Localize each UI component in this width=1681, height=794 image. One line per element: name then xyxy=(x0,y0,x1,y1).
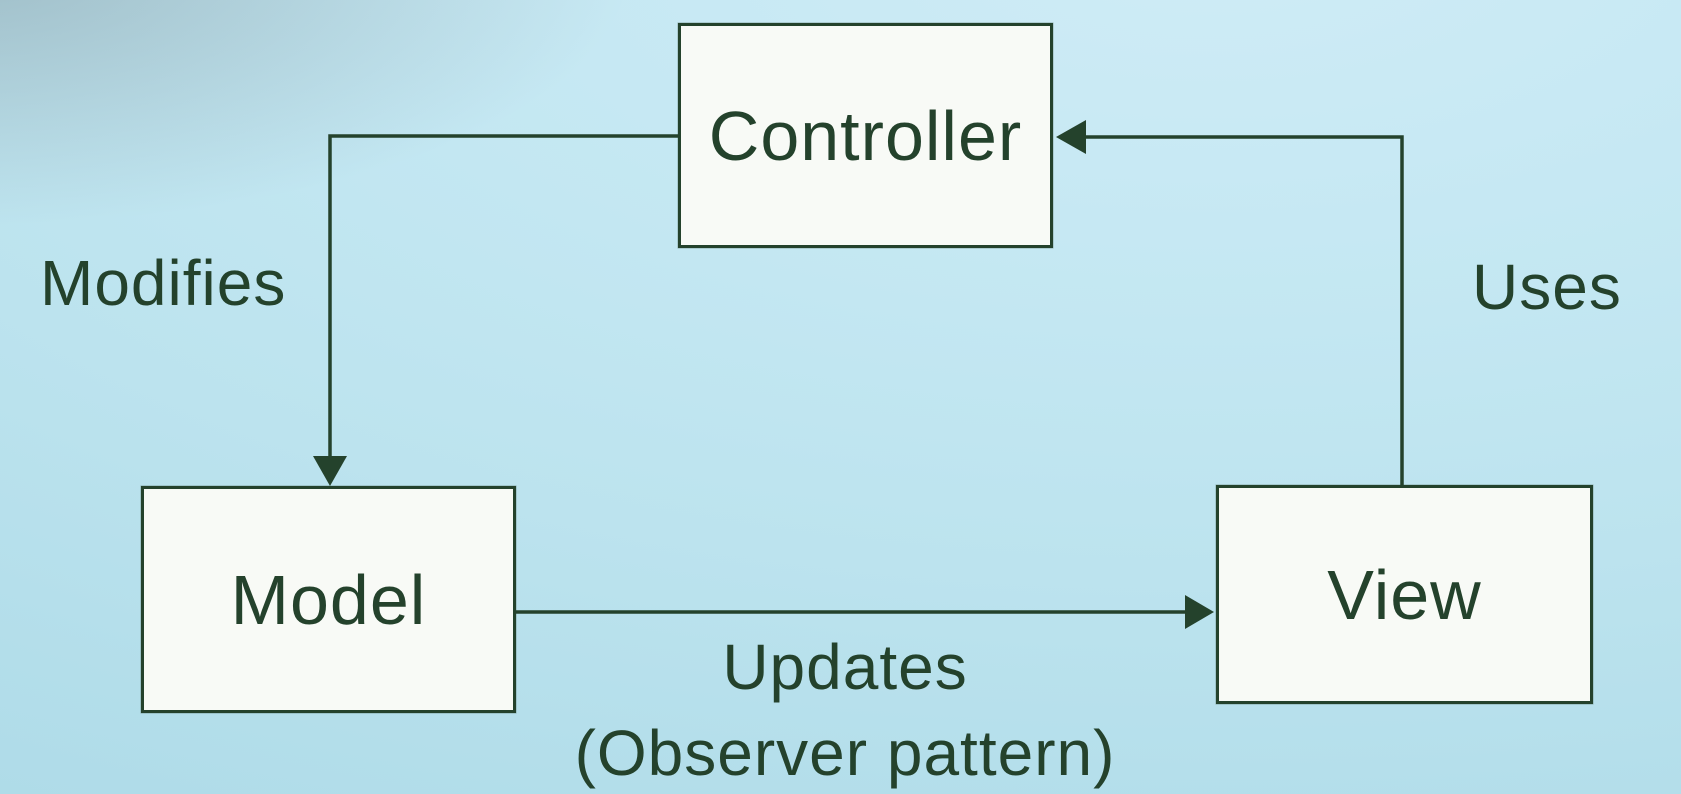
updates-arrowhead-right-icon xyxy=(1185,595,1214,629)
modifies-arrowhead-down-icon xyxy=(313,456,347,486)
model-node: Model xyxy=(141,486,516,713)
modifies-arrow-line xyxy=(328,134,678,458)
updates-edge-label-line2: (Observer pattern) xyxy=(574,717,1116,789)
controller-node-label: Controller xyxy=(708,96,1023,175)
controller-node: Controller xyxy=(678,23,1053,248)
uses-edge-label: Uses xyxy=(1472,251,1622,323)
uses-arrowhead-left-icon xyxy=(1056,120,1086,154)
view-node: View xyxy=(1216,485,1593,704)
uses-arrow-line xyxy=(1085,135,1404,485)
updates-edge-label: Updates (Observer pattern) xyxy=(540,624,1150,794)
model-node-label: Model xyxy=(230,560,427,639)
modifies-edge-label: Modifies xyxy=(40,247,287,319)
view-node-label: View xyxy=(1327,555,1482,634)
updates-edge-label-line1: Updates xyxy=(722,631,968,703)
